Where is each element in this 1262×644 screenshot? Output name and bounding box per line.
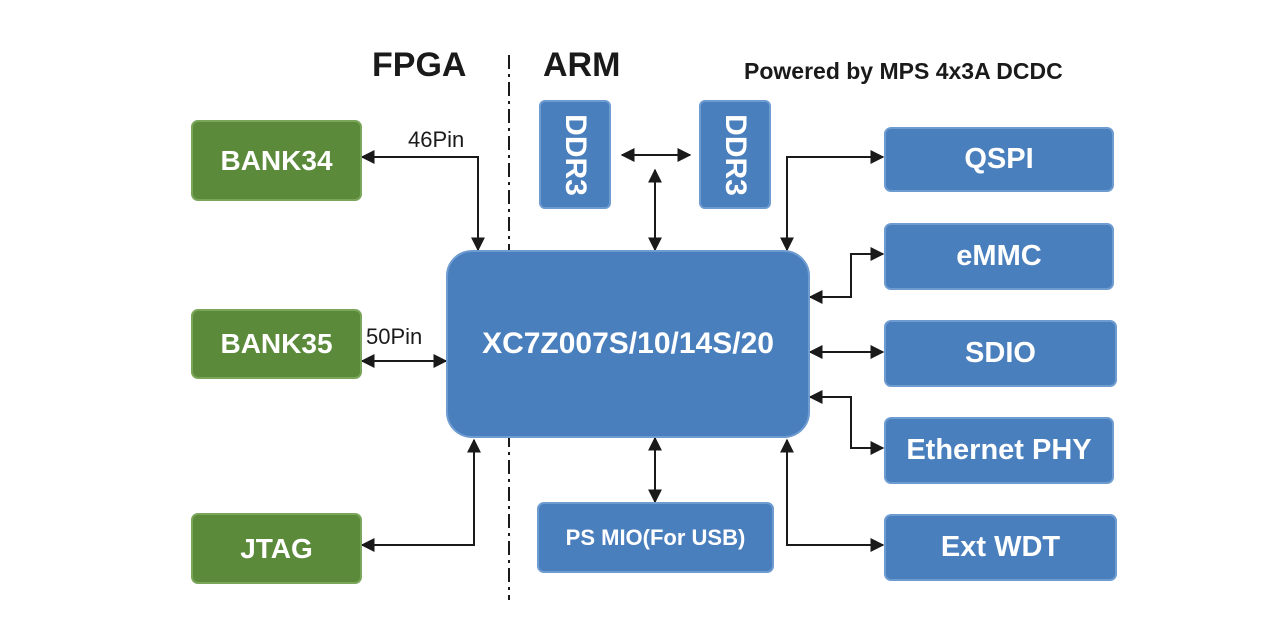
ddr3-right-block: DDR3 [699,100,771,209]
qspi-wire [780,150,885,252]
emmc-wire [808,247,885,304]
bank35-pin-label: 50Pin [366,324,423,349]
ddr3-left-label: DDR3 [559,113,592,196]
qspi-label: QSPI [964,143,1034,175]
wdt-wire [780,438,885,552]
emmc-block: eMMC [884,223,1114,290]
bank35-label: BANK35 [220,328,333,359]
ethernet-wire [808,390,885,455]
ddr3-right-label: DDR3 [719,113,752,196]
bank34-wire [360,150,485,252]
emmc-label: eMMC [956,240,1042,272]
qspi-block: QSPI [884,127,1114,192]
ps-mio-label: PS MIO(For USB) [565,524,746,550]
power-note: Powered by MPS 4x3A DCDC [744,58,1063,84]
ps-mio-block: PS MIO(For USB) [537,502,774,573]
ethernet-phy-label: Ethernet PHY [906,434,1092,466]
jtag-label: JTAG [240,532,313,564]
bank35-block: BANK35 [191,309,362,379]
ddr3-left-block: DDR3 [539,100,611,209]
ethernet-phy-block: Ethernet PHY [884,417,1114,484]
sdio-block: SDIO [884,320,1117,387]
bank34-pin-label: 46Pin [408,127,465,152]
fpga-header: FPGA [372,46,467,84]
arm-header: ARM [543,46,621,84]
ext-wdt-label: Ext WDT [940,531,1061,563]
soc-label: XC7Z007S/10/14S/20 [482,327,774,360]
sdio-label: SDIO [965,337,1036,369]
bank34-label: BANK34 [220,144,333,176]
ext-wdt-block: Ext WDT [884,514,1117,581]
jtag-block: JTAG [191,513,362,584]
jtag-wire [360,438,481,552]
soc-block: XC7Z007S/10/14S/20 [446,250,810,438]
bank34-block: BANK34 [191,120,362,201]
